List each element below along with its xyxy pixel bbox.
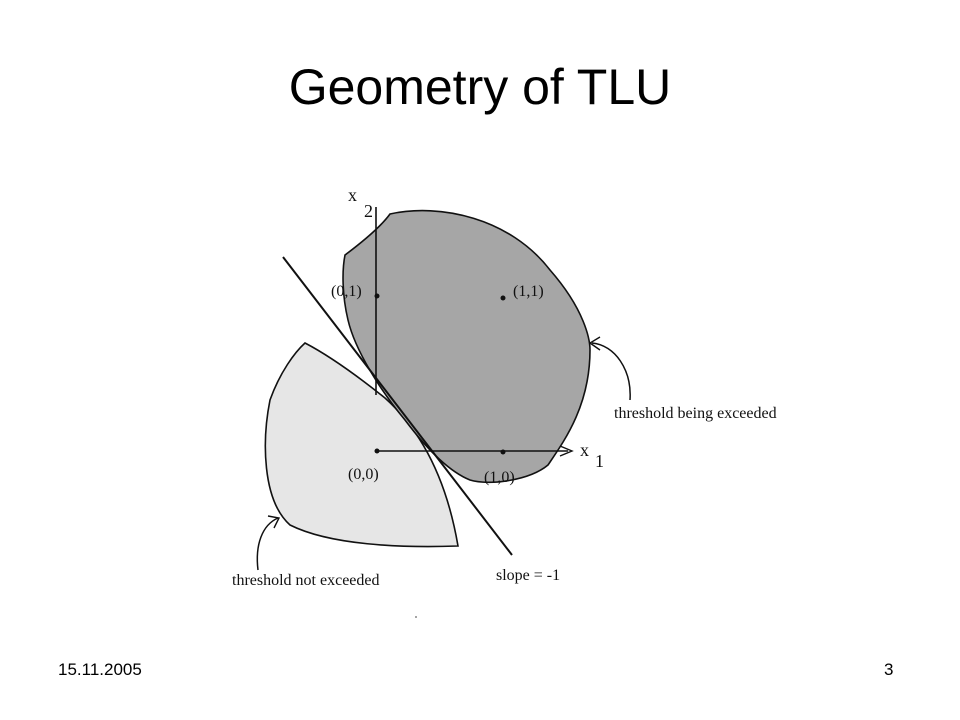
not-exceeded-callout-arrowhead [267, 515, 281, 529]
region-threshold-not-exceeded [264, 342, 459, 548]
speck-mark [415, 616, 417, 618]
slope-label: slope = -1 [496, 567, 560, 584]
point-0-1-label: (0,1) [331, 283, 362, 300]
threshold-exceeded-label: threshold being exceeded [614, 405, 777, 422]
x1-axis-arrowhead [559, 445, 574, 457]
decision-line [282, 256, 513, 556]
point-0-0-label: (0,0) [348, 466, 379, 483]
exceeded-callout-arrowhead [588, 336, 601, 351]
point-1-1-label: (1,1) [513, 283, 544, 300]
threshold-not-exceeded-label: threshold not exceeded [232, 572, 380, 589]
exceeded-callout-arrow [591, 342, 631, 401]
point-0-1-dot [374, 293, 380, 299]
x2-axis-label: x [348, 185, 357, 205]
x1-axis-label: x [580, 440, 589, 460]
point-1-0-label: (1,0) [484, 469, 515, 486]
point-1-1-dot [500, 295, 506, 301]
point-1-0-dot [500, 449, 506, 455]
page-number: 3 [884, 660, 894, 679]
not-exceeded-callout-arrow [256, 517, 279, 571]
slide-title: Geometry of TLU [288, 59, 672, 115]
x1-axis-subscript: 1 [595, 451, 604, 471]
footer-date: 15.11.2005 [58, 660, 142, 679]
x2-axis-subscript: 2 [364, 201, 373, 221]
point-0-0-dot [374, 448, 380, 454]
